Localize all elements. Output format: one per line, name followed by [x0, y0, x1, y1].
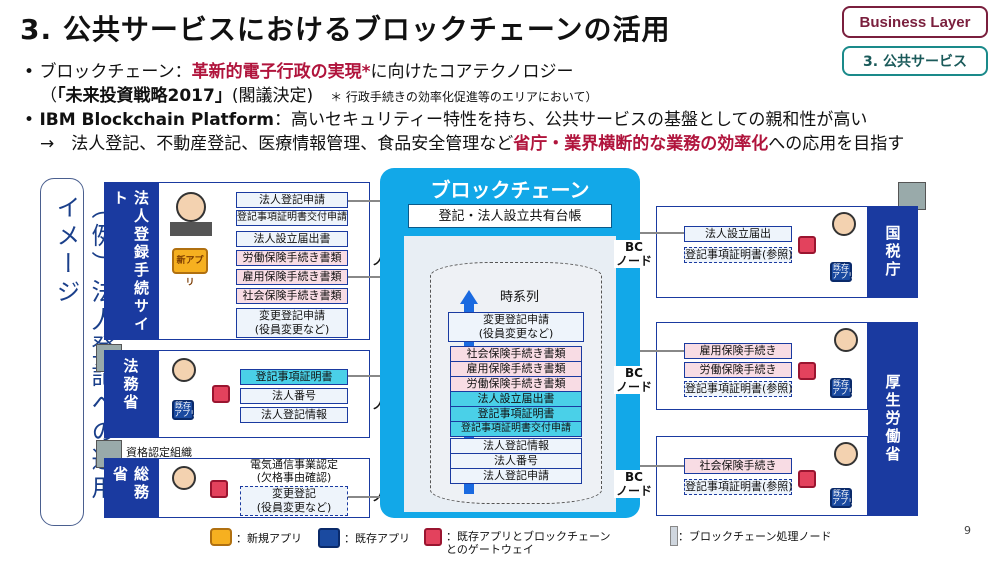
legend-node: ：ブロックチェーン処理ノード	[678, 530, 832, 543]
page-number: 9	[964, 524, 971, 537]
record-5: 法人設立届出書	[450, 391, 582, 407]
connector-line	[348, 200, 380, 202]
record-1: 変更登記申請 (役員変更など)	[448, 312, 584, 342]
mhlw-doc-2: 労働保険手続き	[684, 362, 792, 378]
timeseries-label: 時系列	[500, 290, 540, 305]
gateway-icon	[212, 385, 230, 403]
legend-node-icon	[670, 526, 678, 546]
mic-doc-2: 変更登記 (役員変更など)	[240, 486, 348, 516]
moj-doc-3: 法人登記情報	[240, 407, 348, 423]
building-icon	[898, 182, 926, 210]
person-icon	[832, 212, 856, 236]
arrow-up-icon	[460, 290, 478, 304]
connector-line	[348, 496, 380, 498]
layer-tag: Business Layer	[842, 6, 988, 38]
nta-label: 国税庁	[868, 206, 918, 298]
legend-new-app: ：新規アプリ	[236, 532, 302, 545]
bullet-1: • ブロックチェーン：革新的電子行政の実現*に向けたコアテクノロジー	[24, 62, 574, 82]
bullet-3: → 法人登記、不動産登記、医療情報管理、食品安全管理など省庁・業界横断的な業務の…	[40, 134, 905, 154]
bullet-1-line2: （「未来投資戦略2017」(閣議決定) ＊ 行政手続きの効率化促進等のエリアにお…	[40, 86, 598, 106]
mhlw2-doc-2: 登記事項証明書(参照)	[684, 479, 793, 495]
gateway-icon	[798, 236, 816, 254]
mhlw-doc-1: 雇用保険手続き	[684, 343, 792, 359]
moj-label: 法務省	[104, 350, 158, 438]
record-7: 登記事項証明書交付申請	[450, 421, 582, 437]
existing-app-icon: 既存 アプリ	[830, 488, 856, 508]
legend-existing-app-icon	[318, 528, 340, 548]
gateway-icon	[798, 470, 816, 488]
nta-doc-1: 法人設立届出	[684, 226, 792, 242]
existing-app-icon: 既存 アプリ	[830, 378, 856, 398]
connector-line	[348, 375, 380, 377]
page-title: 3. 公共サービスにおけるブロックチェーンの活用	[20, 13, 671, 46]
person-icon	[834, 328, 858, 352]
site-doc-3: 法人設立届出書	[236, 231, 348, 247]
person-icon	[172, 466, 196, 490]
record-10: 法人登記申請	[450, 468, 582, 484]
bullet-2: • IBM Blockchain Platform：高いセキュリティー特性を持ち…	[24, 110, 868, 130]
moj-doc-1: 登記事項証明書	[240, 369, 348, 385]
record-9: 法人番号	[450, 453, 582, 469]
person-icon	[176, 192, 206, 222]
existing-app-icon: 既存 アプリ	[172, 400, 198, 420]
person-icon	[834, 442, 858, 466]
gateway-icon	[798, 362, 816, 380]
mhlw-doc-3: 登記事項証明書(参照)	[684, 381, 793, 397]
site-doc-5: 雇用保険手続き書類	[236, 269, 348, 285]
mhlw-label: 厚生労働省	[868, 322, 918, 516]
connector-line	[640, 350, 684, 352]
person-icon	[172, 358, 196, 382]
mic-top-label: 資格認定組織	[126, 446, 192, 459]
site-doc-7: 変更登記申請 (役員変更など)	[236, 308, 348, 338]
nta-doc-2: 登記事項証明書(参照)	[684, 247, 793, 263]
bc-node-right-3: BC ノード	[614, 470, 654, 498]
site-doc-2: 登記事項証明書交付申請	[236, 210, 348, 226]
shared-ledger: 登記・法人設立共有台帳	[408, 204, 612, 228]
record-3: 雇用保険手続き書類	[450, 361, 582, 377]
mic-label: 総務省	[104, 458, 158, 518]
legend-gateway: ：既存アプリとブロックチェーン とのゲートウェイ	[446, 530, 611, 556]
site-doc-1: 法人登記申請	[236, 192, 348, 208]
gateway-icon	[210, 480, 228, 498]
site-label: 法人登録手続サイト	[104, 182, 158, 340]
mic-doc-1: 電気通信事業認定 (欠格事由確認)	[250, 458, 338, 484]
record-4: 労働保険手続き書類	[450, 376, 582, 392]
record-6: 登記事項証明書	[450, 406, 582, 422]
connector-line	[640, 232, 684, 234]
section-tag: 3. 公共サービス	[842, 46, 988, 76]
existing-app-icon: 既存 アプリ	[830, 262, 856, 282]
record-8: 法人登記情報	[450, 438, 582, 454]
connector-line	[348, 276, 380, 278]
moj-doc-2: 法人番号	[240, 388, 348, 404]
site-doc-6: 社会保険手続き書類	[236, 288, 348, 304]
example-label-box: （例）法人登記への適用イメージ	[40, 178, 115, 526]
record-2: 社会保険手続き書類	[450, 346, 582, 362]
connector-line	[640, 465, 684, 467]
site-doc-4: 労働保険手続き書類	[236, 250, 348, 266]
legend-existing-app: ：既存アプリ	[344, 532, 410, 545]
blockchain-title: ブロックチェーン	[430, 178, 590, 202]
new-app-icon: 新アプリ	[172, 248, 208, 288]
mhlw2-doc-1: 社会保険手続き	[684, 458, 792, 474]
legend-gateway-icon	[424, 528, 442, 546]
legend-new-app-icon	[210, 528, 232, 546]
laptop-icon	[170, 222, 212, 236]
bc-node-right-1: BC ノード	[614, 240, 654, 268]
bc-node-right-2: BC ノード	[614, 366, 654, 394]
